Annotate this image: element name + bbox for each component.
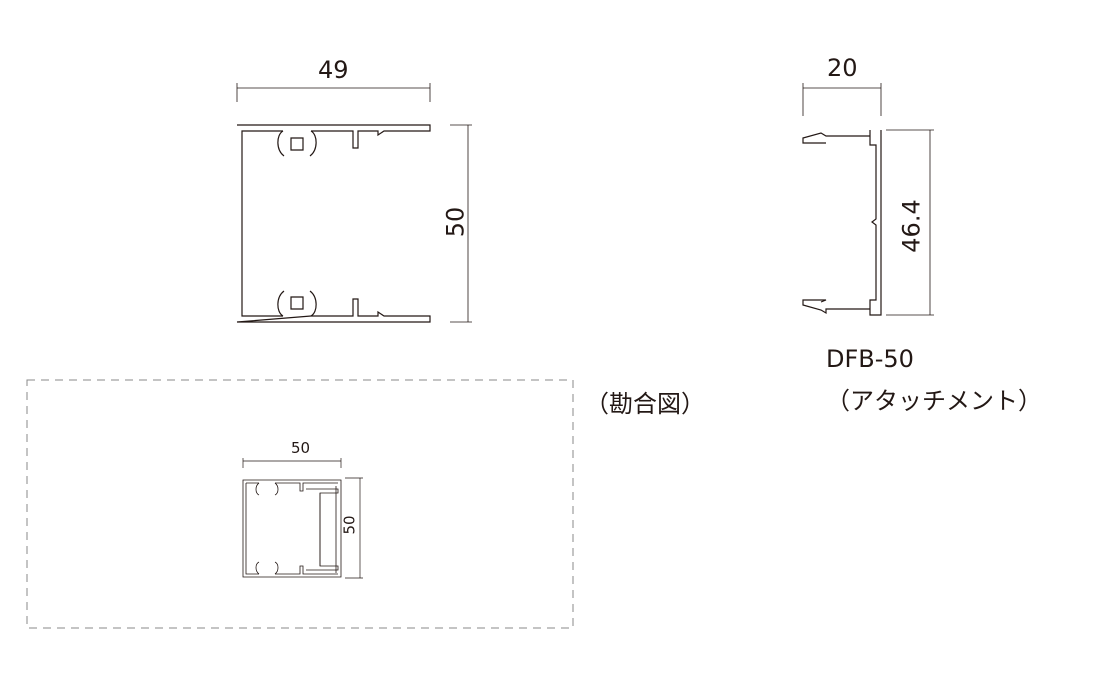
attachment-width-dimension bbox=[802, 83, 882, 116]
assembly-caption: （勘合図） bbox=[585, 390, 705, 418]
main-height-dimension bbox=[450, 124, 472, 323]
main-height-label: 50 bbox=[441, 206, 470, 238]
screw-clip-bottom bbox=[277, 290, 317, 317]
assembly-height-label: 50 bbox=[340, 515, 359, 535]
assembly-width-dimension bbox=[242, 458, 342, 468]
attachment-height-label: 46.4 bbox=[897, 199, 926, 253]
attachment-width-label: 20 bbox=[827, 54, 858, 82]
attachment-model: DFB-50 bbox=[826, 345, 914, 373]
main-width-label: 49 bbox=[318, 56, 349, 84]
assembly-height-dimension bbox=[345, 477, 363, 579]
assembly-width-label: 50 bbox=[291, 439, 311, 457]
attachment-caption: （アタッチメント） bbox=[826, 387, 1042, 415]
main-width-dimension bbox=[236, 83, 431, 102]
assembly-frame bbox=[26, 379, 574, 629]
main-profile-outline bbox=[236, 124, 431, 323]
assembly-drawing bbox=[242, 479, 342, 578]
attachment-profile bbox=[802, 130, 882, 316]
screw-clip-top bbox=[277, 130, 317, 157]
attachment-height-dimension bbox=[886, 129, 934, 316]
